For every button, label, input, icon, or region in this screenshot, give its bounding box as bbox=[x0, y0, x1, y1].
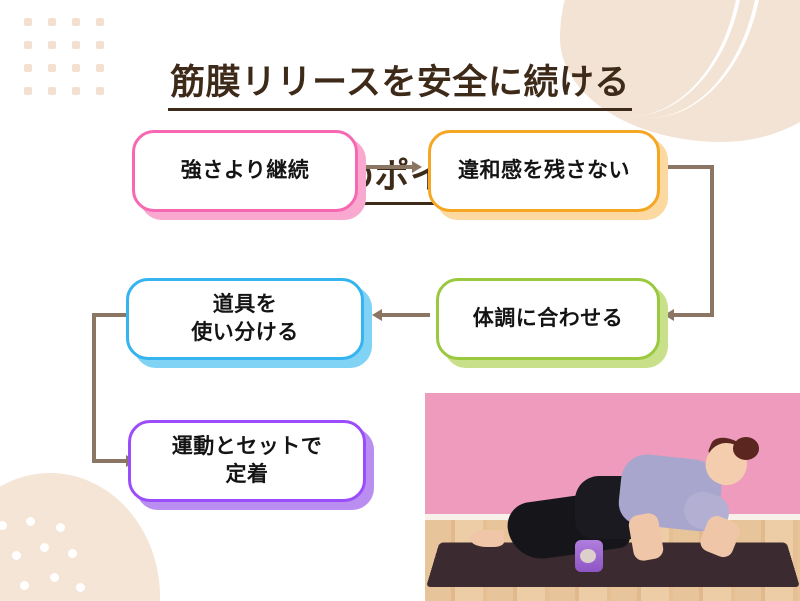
dot bbox=[48, 41, 56, 49]
dot bbox=[72, 64, 80, 72]
step-5-box[interactable]: 運動とセットで 定着 bbox=[128, 420, 366, 502]
page-title: 筋膜リリースを安全に続ける 5つのポイント bbox=[0, 16, 800, 206]
photo-hair-bun bbox=[732, 436, 759, 460]
connector-step2-step3-h2 bbox=[672, 313, 714, 317]
photo-foot bbox=[470, 530, 504, 547]
dot bbox=[72, 18, 80, 26]
dot bbox=[72, 87, 80, 95]
dot bbox=[48, 64, 56, 72]
dot bbox=[24, 41, 32, 49]
dot bbox=[96, 87, 104, 95]
blob-bottom-left-decoration bbox=[0, 473, 160, 601]
step-1-label: 強さより継続 bbox=[180, 159, 310, 183]
dot bbox=[96, 18, 104, 26]
page-title-line-1: 筋膜リリースを安全に続ける bbox=[168, 61, 632, 111]
arrow-head-step4 bbox=[372, 309, 382, 321]
dot-grid-decoration bbox=[24, 18, 120, 110]
step-4-box[interactable]: 道具を 使い分ける bbox=[126, 278, 364, 360]
connector-step4-step5-v bbox=[92, 313, 96, 463]
arrow-head-step3 bbox=[664, 309, 674, 321]
dot bbox=[24, 87, 32, 95]
dot bbox=[96, 64, 104, 72]
connector-step4-step5-h2 bbox=[92, 459, 128, 463]
step-5-label: 運動とセットで 定着 bbox=[171, 435, 323, 486]
dot bbox=[24, 64, 32, 72]
dot bbox=[96, 41, 104, 49]
step-4-label: 道具を 使い分ける bbox=[191, 293, 299, 344]
connector-step2-step3-v bbox=[710, 165, 714, 317]
connector-step2-step3-h1 bbox=[666, 165, 714, 169]
connector-step3-step4 bbox=[382, 313, 430, 317]
dot bbox=[48, 87, 56, 95]
dot bbox=[72, 41, 80, 49]
step-2-box[interactable]: 違和感を残さない bbox=[428, 130, 660, 212]
step-3-box[interactable]: 体調に合わせる bbox=[436, 278, 660, 360]
step-2-label: 違和感を残さない bbox=[458, 159, 630, 183]
dot bbox=[48, 18, 56, 26]
step-3-label: 体調に合わせる bbox=[472, 307, 624, 331]
photo-foam-roller bbox=[575, 539, 603, 572]
arrow-head-step2 bbox=[412, 161, 422, 173]
step-1-box[interactable]: 強さより継続 bbox=[132, 130, 358, 212]
connector-step4-step5-h1 bbox=[92, 313, 134, 317]
foam-rolling-photo bbox=[425, 393, 800, 601]
connector-step1-step2 bbox=[366, 165, 414, 169]
dot bbox=[24, 18, 32, 26]
